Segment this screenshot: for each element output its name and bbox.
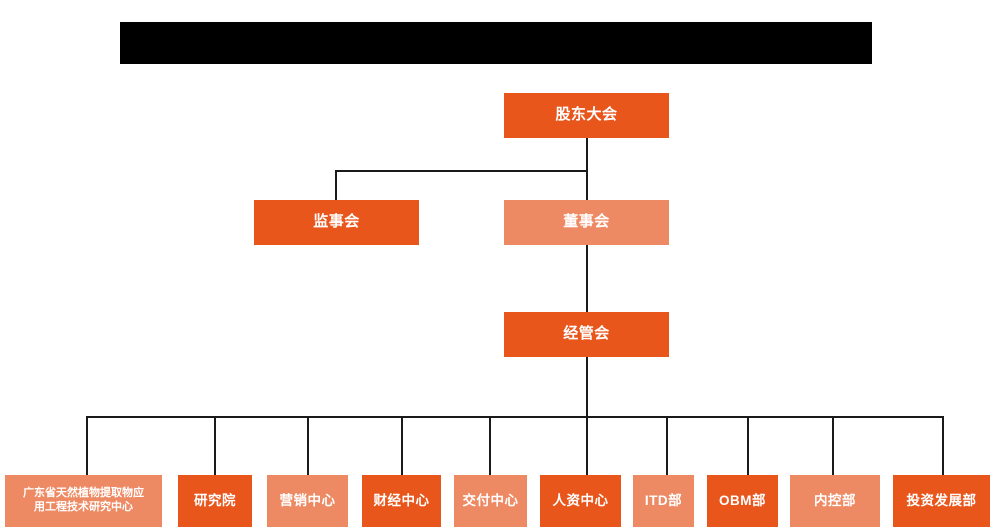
org-node-obm-dept[interactable]: OBM部 (707, 475, 778, 527)
connector-level4-bus (86, 416, 944, 418)
redacted-title-bar (120, 22, 872, 64)
org-node-shareholders-label: 股东大会 (555, 106, 618, 124)
org-node-internal-control-dept-label: 内控部 (814, 492, 856, 508)
org-node-finance-center-label: 财经中心 (373, 492, 430, 508)
connector-drop-delivery-center (489, 416, 491, 475)
org-node-finance-center[interactable]: 财经中心 (362, 475, 441, 527)
connector-management-trunk (586, 356, 588, 416)
org-node-investment-dev-dept-label: 投资发展部 (906, 492, 977, 508)
org-node-management[interactable]: 经管会 (504, 312, 669, 357)
org-node-delivery-center[interactable]: 交付中心 (454, 475, 527, 527)
org-node-marketing-center[interactable]: 营销中心 (267, 475, 348, 527)
org-node-research-institute-label: 研究院 (194, 492, 236, 508)
org-node-research-center-label: 广东省天然植物提取物应 用工程技术研究中心 (23, 487, 144, 513)
connector-level2-bus (336, 170, 588, 172)
org-node-marketing-center-label: 营销中心 (279, 492, 336, 508)
org-node-research-institute[interactable]: 研究院 (178, 475, 252, 527)
connector-to-directors (586, 170, 588, 200)
org-node-supervisors[interactable]: 监事会 (254, 200, 419, 245)
org-node-shareholders[interactable]: 股东大会 (504, 93, 669, 138)
org-node-internal-control-dept[interactable]: 内控部 (790, 475, 880, 527)
connector-drop-internal-control-dept (832, 416, 834, 475)
org-node-directors-label: 董事会 (563, 213, 610, 231)
org-node-management-label: 经管会 (563, 325, 610, 343)
connector-drop-obm-dept (747, 416, 749, 475)
org-node-directors[interactable]: 董事会 (504, 200, 669, 245)
connector-to-supervisors (335, 170, 337, 200)
org-node-itd-dept-label: ITD部 (644, 492, 683, 508)
org-node-itd-dept[interactable]: ITD部 (633, 475, 694, 527)
connector-drop-research-institute (214, 416, 216, 475)
connector-drop-investment-dev-dept (942, 416, 944, 475)
connector-drop-research-center (86, 416, 88, 475)
org-node-hr-center[interactable]: 人资中心 (540, 475, 621, 527)
org-node-hr-center-label: 人资中心 (552, 492, 609, 508)
connector-drop-finance-center (401, 416, 403, 475)
org-node-supervisors-label: 监事会 (313, 213, 360, 231)
connector-drop-marketing-center (307, 416, 309, 475)
org-node-obm-dept-label: OBM部 (719, 492, 766, 508)
org-node-delivery-center-label: 交付中心 (462, 492, 519, 508)
org-node-investment-dev-dept[interactable]: 投资发展部 (893, 475, 990, 527)
connector-shareholders-trunk (586, 138, 588, 172)
org-node-research-center[interactable]: 广东省天然植物提取物应 用工程技术研究中心 (5, 475, 162, 527)
connector-drop-hr-center (586, 416, 588, 475)
connector-directors-to-management (586, 244, 588, 312)
connector-drop-itd-dept (666, 416, 668, 475)
